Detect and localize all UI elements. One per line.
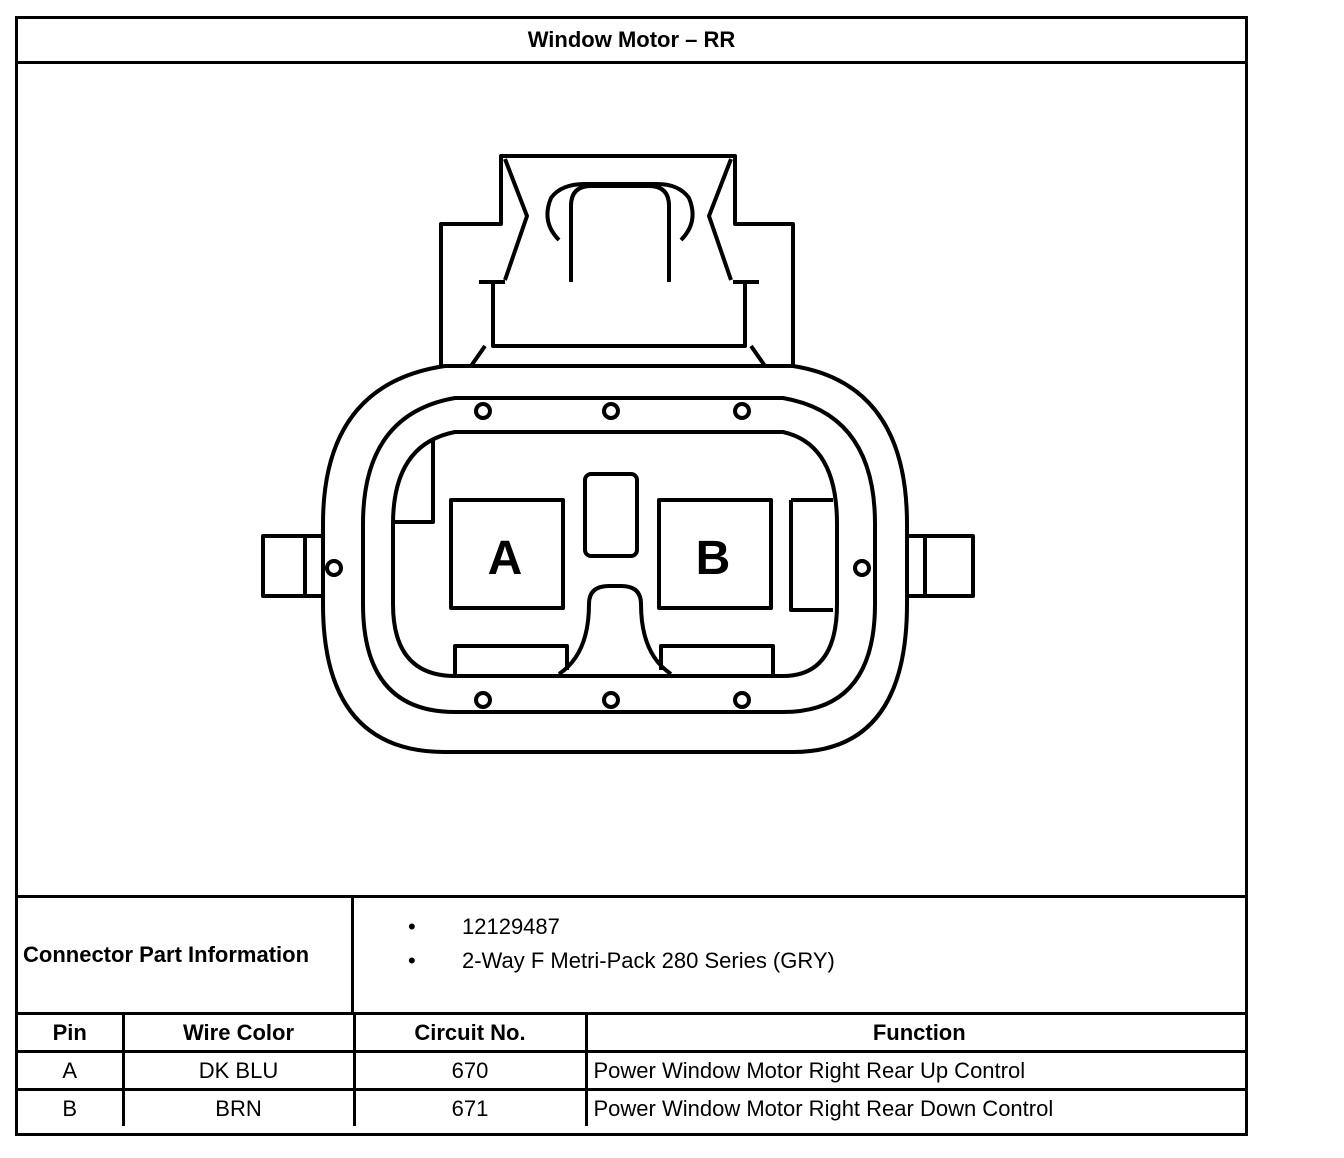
- circuit-cell: 671: [352, 1088, 588, 1126]
- part-info-list: • 12129487 • 2-Way F Metri-Pack 280 Seri…: [354, 898, 1245, 1012]
- connector-sheet: Window Motor – RR Connector Part Informa…: [15, 16, 1248, 1136]
- pin-table: Pin Wire Color Circuit No. Function A DK…: [18, 1015, 1245, 1126]
- function-cell: Power Window Motor Right Rear Up Control: [584, 1050, 1245, 1091]
- bullet-icon: •: [408, 914, 416, 939]
- circuit-cell: 670: [352, 1050, 588, 1091]
- wire-color-cell: DK BLU: [121, 1050, 356, 1091]
- part-info-row: Connector Part Information • 12129487 • …: [18, 895, 1245, 1015]
- table-row: B BRN 671 Power Window Motor Right Rear …: [18, 1088, 1245, 1126]
- part-info-item: • 2-Way F Metri-Pack 280 Series (GRY): [408, 944, 1245, 978]
- bullet-icon: •: [408, 948, 416, 973]
- part-series: 2-Way F Metri-Pack 280 Series (GRY): [462, 948, 835, 973]
- pin-table-header: Pin Wire Color Circuit No. Function: [18, 1015, 1245, 1053]
- part-number: 12129487: [462, 914, 560, 939]
- header-function: Function: [584, 1015, 1245, 1053]
- part-info-label: Connector Part Information: [18, 898, 354, 1012]
- header-pin: Pin: [18, 1015, 125, 1053]
- header-circuit-no: Circuit No.: [352, 1015, 588, 1053]
- header-wire-color: Wire Color: [121, 1015, 356, 1053]
- pin-cell: B: [18, 1088, 125, 1126]
- page-title: Window Motor – RR: [18, 19, 1245, 64]
- part-info-item: • 12129487: [408, 910, 1245, 944]
- function-cell: Power Window Motor Right Rear Down Contr…: [584, 1088, 1245, 1126]
- wire-color-cell: BRN: [121, 1088, 356, 1126]
- table-row: A DK BLU 670 Power Window Motor Right Re…: [18, 1050, 1245, 1091]
- pin-cell: A: [18, 1050, 125, 1091]
